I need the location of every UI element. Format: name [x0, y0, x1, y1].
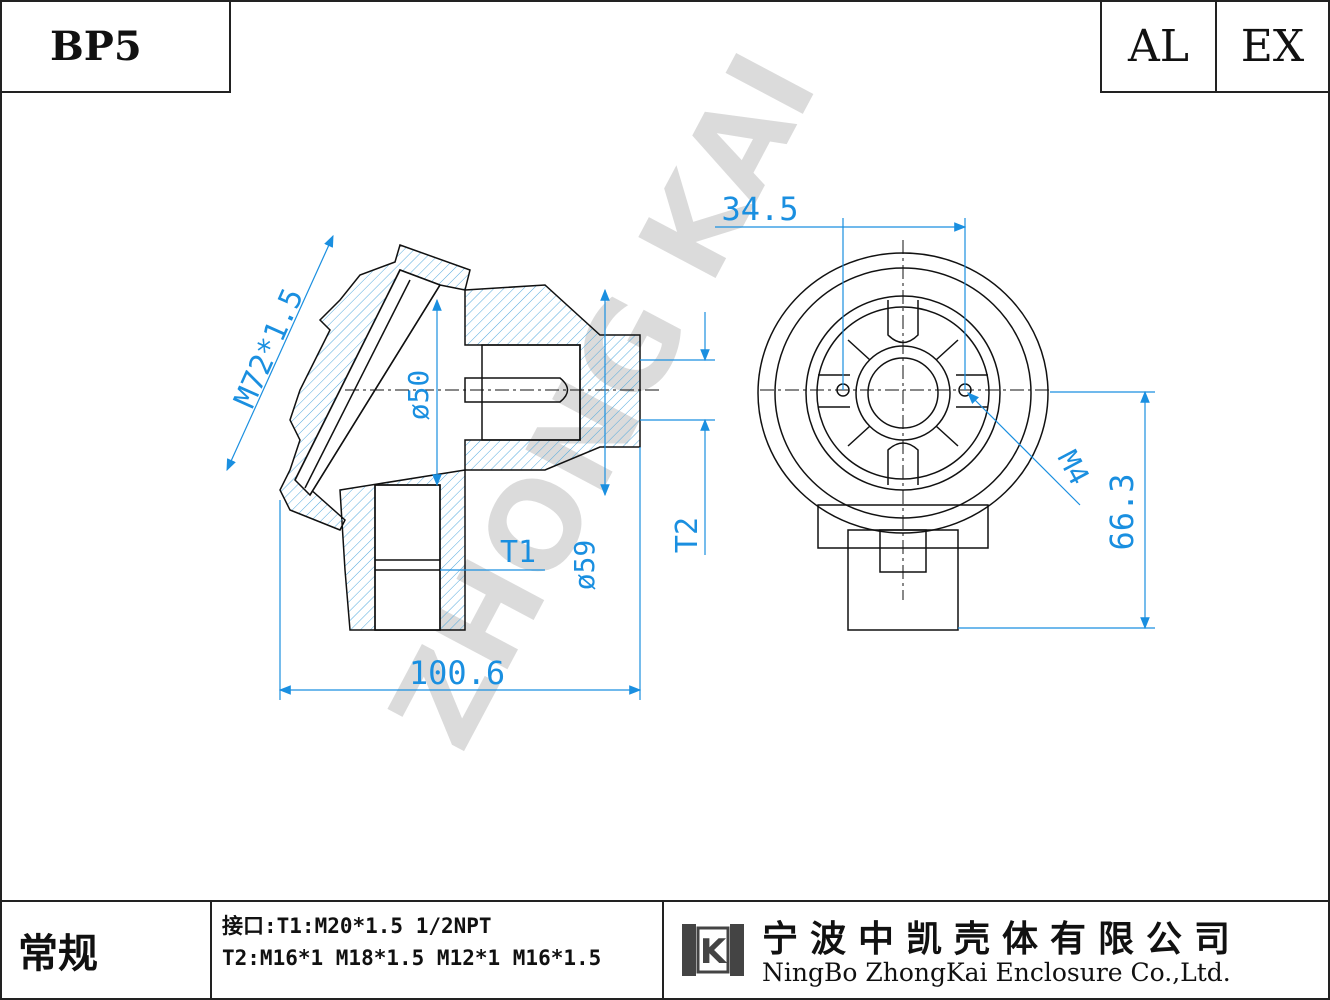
dim-cover-dia: ø50: [402, 370, 435, 421]
footer-divider: [662, 900, 664, 1000]
company-name-cn: 宁波中凯壳体有限公司: [762, 919, 1243, 960]
footer-divider: [210, 900, 212, 1000]
model-code-text: BP5: [50, 23, 142, 70]
interface-line-2: T2:M16*1 M18*1.5 M12*1 M16*1.5: [222, 946, 602, 970]
dim-body-dia: ø59: [568, 540, 601, 591]
interface-spec: 接口:T1:M20*1.5 1/2NPT T2:M16*1 M18*1.5 M1…: [222, 910, 662, 974]
dim-height: 66.3: [1103, 473, 1141, 550]
material-text: AL: [1128, 21, 1189, 72]
dim-t2: T2: [670, 517, 705, 553]
rating-text: EX: [1240, 21, 1305, 72]
material-cell: AL: [1100, 0, 1217, 93]
standard-label: 常规: [18, 931, 98, 977]
model-code: BP5: [0, 0, 231, 93]
dim-hole-spacing: 34.5: [721, 190, 798, 228]
front-view: [757, 240, 1050, 631]
title-block: [0, 900, 1330, 1000]
rating-cell: EX: [1215, 0, 1330, 93]
interface-line-1: 接口:T1:M20*1.5 1/2NPT: [222, 914, 492, 938]
company-name-en: NingBo ZhongKai Enclosure Co.,Ltd.: [762, 958, 1231, 987]
svg-text:K: K: [700, 932, 728, 972]
front-dimensions: [715, 218, 1155, 630]
section-dimensions: [226, 234, 715, 700]
dim-overall-length: 100.6: [409, 654, 505, 692]
company-logo-icon: K: [682, 924, 744, 976]
dim-t1: T1: [500, 535, 536, 570]
